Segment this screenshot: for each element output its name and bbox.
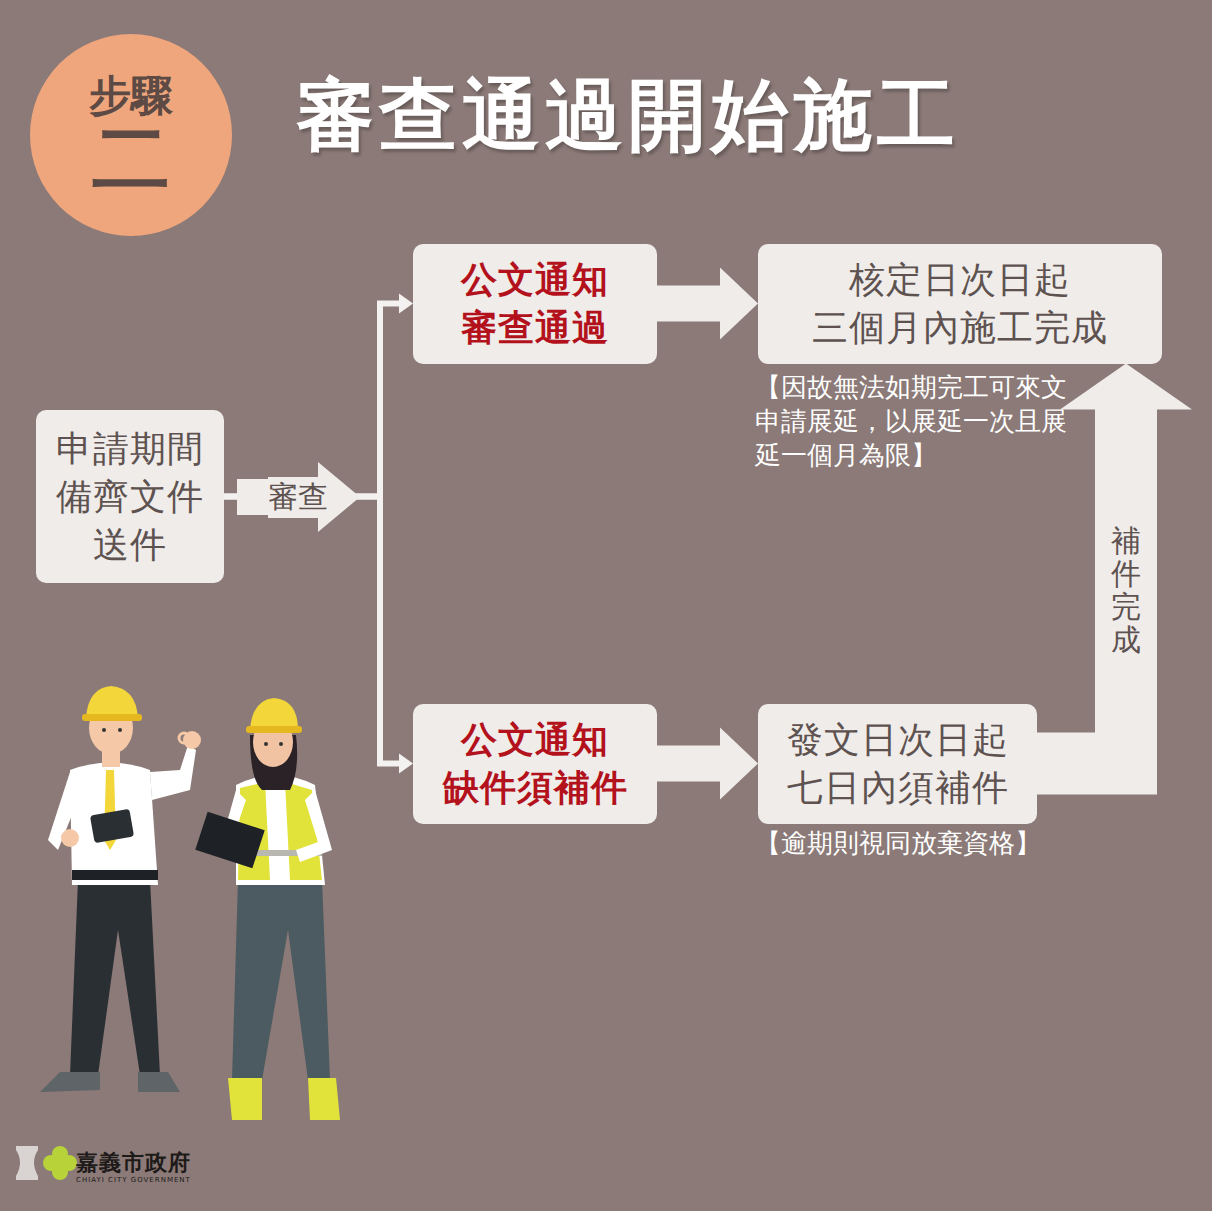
arrowhead <box>1060 364 1192 410</box>
connector <box>657 728 758 800</box>
edge-label: 補件完成 <box>1111 522 1141 658</box>
arrowhead <box>720 268 758 340</box>
node-text: 發文日次日起 七日內須補件 <box>770 716 1025 812</box>
node-text: 申請期間 備齊文件 送件 <box>48 425 212 569</box>
edge-label: 審查 <box>268 477 328 518</box>
arrowhead <box>399 754 413 774</box>
node-text: 公文通知 審查通過 <box>425 256 645 352</box>
title: 審查通過開始施工 <box>296 64 960 169</box>
process-box: 申請期間 備齊文件 送件 <box>36 410 224 583</box>
node-text: 核定日次日起 三個月內施工完成 <box>770 256 1150 352</box>
note: 【因故無法如期完工可來文申請展延，以展延一次且展延一個月為限】 <box>755 370 1085 472</box>
city-logo <box>16 1146 77 1180</box>
process-box: 公文通知 缺件須補件 <box>413 704 657 824</box>
connector-line <box>657 746 721 782</box>
worker-woman <box>195 698 340 1120</box>
arrowhead <box>399 294 413 314</box>
review-arrow <box>237 462 360 532</box>
connector <box>224 497 413 774</box>
arrowhead <box>720 728 758 800</box>
step-circle: 步驟二 <box>30 34 232 236</box>
node-text: 公文通知 缺件須補件 <box>425 716 645 812</box>
process-box: 公文通知 審查通過 <box>413 244 657 364</box>
logo-text: 嘉義市政府 <box>76 1148 226 1178</box>
connector <box>657 268 758 340</box>
worker-man <box>40 686 201 1092</box>
connector-line <box>224 497 400 764</box>
process-box: 核定日次日起 三個月內施工完成 <box>758 244 1162 364</box>
logo-subtext: CHIAYI CITY GOVERNMENT <box>76 1176 226 1184</box>
note: 【逾期則視同放棄資格】 <box>755 826 1095 860</box>
node-text: 二 <box>92 119 170 197</box>
connector-line <box>657 286 721 322</box>
connector-line <box>224 304 400 497</box>
process-box: 發文日次日起 七日內須補件 <box>758 704 1037 824</box>
node-text: 步驟 <box>89 73 173 119</box>
